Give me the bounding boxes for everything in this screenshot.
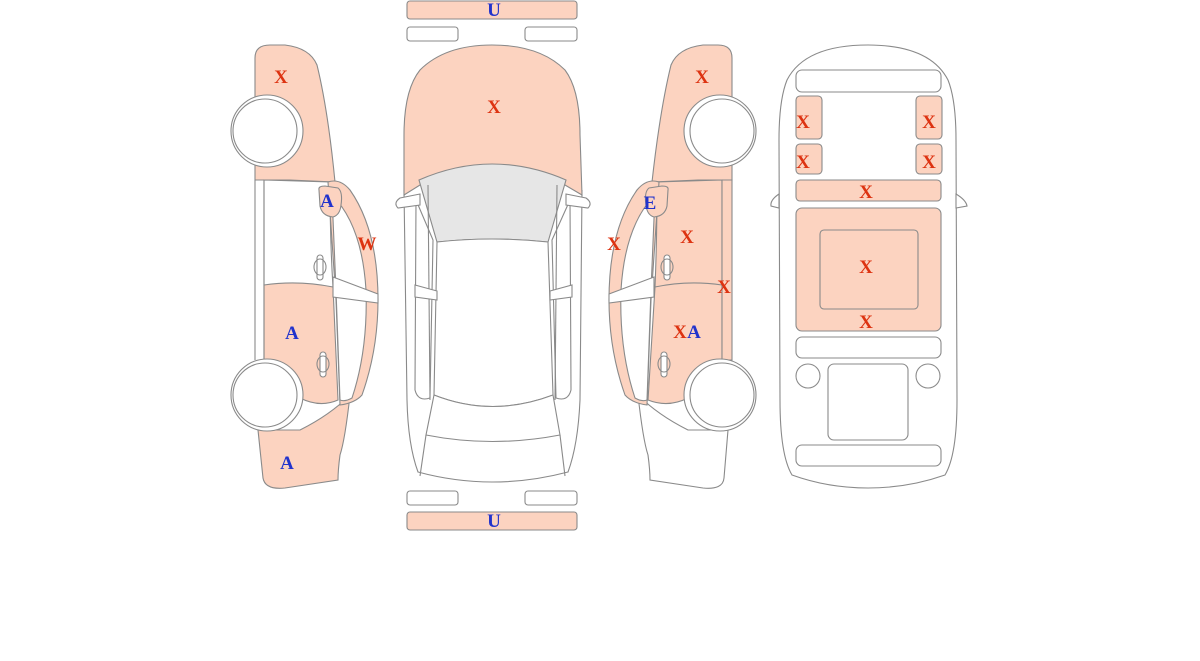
left-rear-quarter-panel[interactable]	[257, 393, 351, 489]
underside-right-mirror	[955, 193, 968, 209]
left-rear-door-handle	[316, 351, 330, 378]
right-mirror-top-panel[interactable]	[565, 193, 591, 209]
right-front-door-handle	[660, 254, 674, 281]
underside-left-mirror	[770, 192, 780, 209]
right-rear-door-handle	[657, 351, 671, 378]
underside-left-rear-mount	[795, 363, 821, 389]
left-front-door-handle	[313, 254, 327, 281]
rear-left-lamp-panel[interactable]	[406, 490, 459, 506]
underside-front-bar[interactable]	[795, 69, 942, 93]
right-rocker-panel[interactable]	[721, 179, 733, 361]
damage-mark: W	[358, 234, 377, 255]
damage-mark: E	[644, 193, 657, 214]
damage-mark: U	[487, 0, 501, 21]
roof-panel[interactable]	[433, 238, 554, 408]
damage-mark: X	[859, 257, 873, 278]
left-front-wheel	[232, 98, 298, 164]
damage-mark: X	[796, 152, 810, 173]
underside-fuel-tank[interactable]	[827, 363, 909, 441]
right-door-hinge-arm	[608, 276, 655, 304]
windshield-glass	[418, 163, 567, 243]
damage-mark: A	[285, 323, 299, 344]
left-door-hinge-arm	[332, 276, 379, 304]
rear-window-line	[419, 434, 566, 477]
front-left-lamp-panel[interactable]	[406, 26, 459, 42]
damage-mark: X	[673, 322, 687, 343]
damage-marks: X A W A A U X U X E X X X X A X X X X X …	[274, 0, 936, 532]
left-rear-wheel	[232, 362, 298, 428]
underside-rear-bar[interactable]	[795, 336, 942, 359]
left-mirror-top-panel[interactable]	[395, 193, 421, 209]
damage-mark: X	[859, 312, 873, 333]
rear-right-lamp-panel[interactable]	[524, 490, 578, 506]
damage-mark: X	[695, 67, 709, 88]
damage-mark: X	[922, 112, 936, 133]
damage-mark: X	[274, 67, 288, 88]
underside-left-front-panel[interactable]	[795, 95, 823, 140]
underside-view	[770, 44, 968, 489]
damage-mark: X	[607, 234, 621, 255]
left-side-window	[414, 199, 434, 400]
damage-mark: X	[796, 112, 810, 133]
right-rear-quarter-panel[interactable]	[637, 393, 729, 489]
right-side-window	[551, 199, 572, 400]
damage-mark: U	[487, 511, 501, 532]
underside-rear-bumper-bar[interactable]	[795, 444, 942, 467]
rear-bumper-panel[interactable]	[406, 511, 578, 531]
underside-right-front-panel[interactable]	[915, 95, 943, 140]
right-door-open-arm	[549, 284, 573, 301]
left-door-open-arm	[414, 284, 438, 301]
underside-crossmember[interactable]	[795, 179, 942, 202]
underside-floor-inner	[819, 229, 919, 310]
damage-mark: A	[320, 191, 334, 212]
right-mirror-panel[interactable]	[644, 185, 669, 218]
damage-mark: X	[922, 152, 936, 173]
damage-mark: X	[859, 182, 873, 203]
damage-mark: X	[680, 227, 694, 248]
damage-mark: A	[280, 453, 294, 474]
front-bumper-panel[interactable]	[406, 0, 578, 20]
damage-mark: A	[687, 322, 701, 343]
underside-left-sill[interactable]	[795, 143, 823, 175]
left-side-view	[230, 44, 379, 489]
damage-mark: X	[487, 97, 501, 118]
right-front-wheel	[689, 98, 755, 164]
damage-mark: X	[717, 277, 731, 298]
right-rear-wheel	[689, 362, 755, 428]
left-mirror-panel[interactable]	[318, 185, 343, 218]
underside-right-rear-mount	[915, 363, 941, 389]
underside-right-sill[interactable]	[915, 143, 943, 175]
top-view	[395, 0, 591, 531]
front-right-lamp-panel[interactable]	[524, 26, 578, 42]
right-side-view	[608, 44, 757, 489]
